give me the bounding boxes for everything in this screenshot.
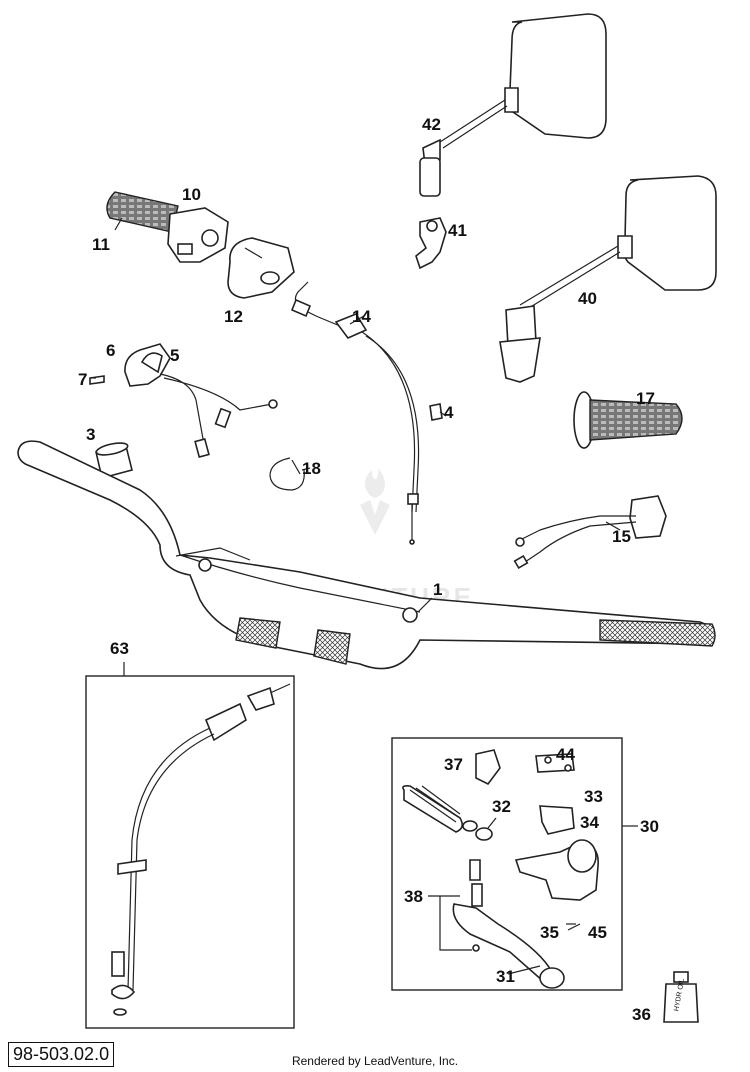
label-6[interactable]: 6 bbox=[106, 341, 115, 360]
label-18[interactable]: 18 bbox=[302, 459, 321, 478]
label-11[interactable]: 11 bbox=[92, 235, 110, 254]
mirror-clamp-part[interactable] bbox=[415, 217, 447, 270]
mirror-right-part[interactable] bbox=[499, 175, 717, 383]
credit-text: Rendered by LeadVenture, Inc. bbox=[291, 1054, 459, 1068]
label-17[interactable]: 17 bbox=[636, 389, 655, 408]
label-15[interactable]: 15 bbox=[612, 527, 631, 546]
label-5[interactable]: 5 bbox=[170, 346, 179, 365]
label-37[interactable]: 37 bbox=[444, 755, 463, 774]
clutch-cable-part[interactable] bbox=[111, 683, 291, 1016]
label-14[interactable]: 14 bbox=[352, 307, 371, 326]
label-40[interactable]: 40 bbox=[578, 289, 597, 308]
label-4[interactable]: 4 bbox=[444, 403, 454, 422]
bar-pad-sleeve-part[interactable] bbox=[95, 441, 133, 479]
part-labels: 1 3 4 5 6 7 10 11 12 14 15 17 18 30 31 3… bbox=[78, 115, 659, 1024]
grip-part[interactable] bbox=[573, 391, 683, 449]
throttle-grip-part[interactable] bbox=[106, 191, 229, 263]
master-cylinder-part[interactable] bbox=[402, 749, 599, 925]
mirror-left-part[interactable] bbox=[419, 13, 607, 197]
label-3[interactable]: 3 bbox=[86, 425, 95, 444]
brake-lever-part[interactable] bbox=[439, 859, 565, 989]
label-34[interactable]: 34 bbox=[580, 813, 599, 832]
label-63[interactable]: 63 bbox=[110, 639, 129, 658]
label-36[interactable]: 36 bbox=[632, 1005, 651, 1024]
handlebar-part[interactable] bbox=[17, 440, 716, 670]
label-32[interactable]: 32 bbox=[492, 797, 511, 816]
label-45[interactable]: 45 bbox=[588, 923, 607, 942]
label-42[interactable]: 42 bbox=[422, 115, 441, 134]
label-41[interactable]: 41 bbox=[448, 221, 467, 240]
label-1[interactable]: 1 bbox=[433, 580, 442, 599]
label-31[interactable]: 31 bbox=[496, 967, 515, 986]
hydraulic-oil-bottle[interactable]: HYDR OIL bbox=[663, 971, 699, 1023]
label-44[interactable]: 44 bbox=[556, 745, 575, 764]
cable-assembly-box bbox=[85, 662, 295, 1029]
reference-code: 98-503.02.0 bbox=[8, 1042, 115, 1067]
cable-tie-part[interactable] bbox=[269, 457, 305, 491]
label-35[interactable]: 35 bbox=[540, 923, 559, 942]
label-10[interactable]: 10 bbox=[182, 185, 201, 204]
starter-switch-part[interactable] bbox=[513, 495, 667, 570]
label-33[interactable]: 33 bbox=[584, 787, 603, 806]
kill-switch-part[interactable] bbox=[89, 343, 278, 459]
label-12[interactable]: 12 bbox=[224, 307, 243, 326]
throttle-cover-part[interactable] bbox=[227, 237, 295, 299]
label-38[interactable]: 38 bbox=[404, 887, 423, 906]
master-cylinder-box bbox=[391, 737, 638, 991]
label-30[interactable]: 30 bbox=[640, 817, 659, 836]
leader-lines bbox=[90, 217, 621, 975]
label-7[interactable]: 7 bbox=[78, 370, 87, 389]
cable-nipple-part[interactable] bbox=[429, 403, 443, 421]
throttle-cable-part[interactable] bbox=[290, 281, 420, 545]
